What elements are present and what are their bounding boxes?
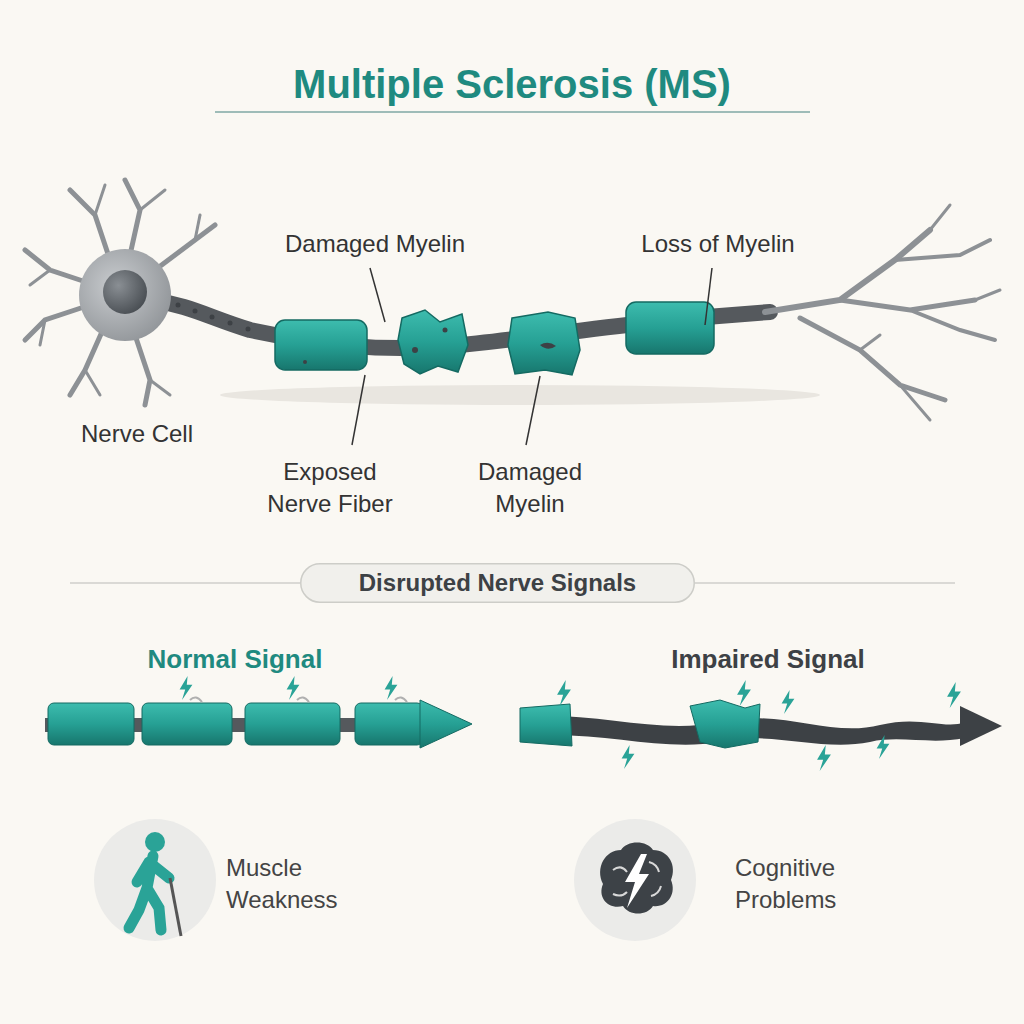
dendrites — [155, 225, 215, 270]
dendrites — [30, 270, 50, 285]
leader-lines — [526, 376, 540, 445]
normal-signal — [180, 676, 193, 700]
node-shape — [573, 818, 697, 942]
axon-terminals — [975, 290, 1000, 300]
signal-heading: Normal Signal — [85, 643, 385, 675]
diagram-title: Multiple Sclerosis (MS) — [112, 60, 912, 108]
leader-lines — [370, 268, 385, 322]
impaired-signal — [737, 680, 751, 706]
dendrites — [95, 185, 105, 215]
symptom-icon: Muscle Weakness — [93, 818, 217, 942]
axon-terminals — [840, 300, 975, 310]
normal-signal — [142, 703, 232, 745]
dendrites — [70, 190, 110, 260]
dendrites — [25, 305, 90, 340]
axon-dots — [228, 321, 233, 326]
section-divider — [70, 582, 300, 584]
node-shape — [93, 818, 217, 942]
dendrites — [25, 180, 215, 405]
axon-terminals — [895, 240, 990, 260]
dendrites — [85, 370, 100, 395]
symptom-icon: Cognitive Problems — [573, 818, 697, 942]
normal-signal — [385, 676, 398, 700]
dendrites — [125, 180, 140, 255]
dendrites — [70, 325, 105, 395]
axon-dots — [246, 327, 251, 332]
normal-signal — [190, 697, 407, 702]
axon-terminals — [900, 385, 930, 420]
section-divider — [695, 582, 955, 584]
nucleus — [103, 270, 147, 314]
myelin-damage — [303, 328, 556, 365]
leader-lines — [705, 268, 712, 325]
axon-terminals — [930, 205, 950, 230]
dendrites — [40, 320, 45, 345]
brain-icon — [600, 843, 673, 914]
normal-signal — [48, 703, 134, 745]
callout-label: Damaged Myelin — [245, 228, 505, 260]
cell-body — [79, 249, 171, 341]
impaired-signal — [520, 680, 1002, 771]
dendrites — [150, 380, 170, 395]
signal-heading: Impaired Signal — [618, 643, 918, 675]
symptom-label: Cognitive Problems — [735, 852, 895, 916]
leader-lines — [352, 268, 712, 445]
myelin-damage — [443, 328, 448, 333]
axon-terminals — [860, 335, 880, 350]
axon-terminals — [910, 310, 995, 340]
title-rule — [215, 111, 810, 113]
section-heading: Disrupted Nerve Signals — [300, 567, 695, 599]
callout-label: Damaged Myelin — [460, 456, 600, 520]
leader-lines — [352, 375, 365, 445]
dendrites — [140, 190, 165, 210]
axon-dots — [176, 303, 181, 308]
impaired-signal — [960, 706, 1002, 746]
impaired-signal — [947, 682, 961, 708]
impaired-signal — [817, 745, 831, 771]
symptom-label: Muscle Weakness — [226, 852, 386, 916]
normal-signal — [355, 703, 423, 745]
callout-label: Exposed Nerve Fiber — [250, 456, 410, 520]
myelin-segments — [398, 310, 468, 374]
myelin-damage — [303, 360, 307, 364]
pill-outline — [301, 564, 695, 603]
myelin-segments — [626, 302, 714, 354]
dendrites — [195, 215, 200, 240]
normal-signal — [287, 676, 300, 700]
walking-person-icon — [129, 832, 181, 936]
callout-label: Loss of Myelin — [588, 228, 848, 260]
myelin-segments — [275, 302, 714, 375]
icon-circle — [94, 819, 216, 941]
impaired-signal — [520, 704, 572, 746]
myelin-segments — [508, 312, 580, 375]
normal-signal — [420, 700, 472, 748]
axon-terminals — [800, 318, 945, 400]
impaired-signal — [782, 690, 795, 714]
dendrites — [135, 335, 150, 405]
impaired-signal — [557, 680, 571, 706]
myelin-damage — [540, 343, 556, 349]
myelin-damage — [412, 347, 418, 353]
axon-terminals — [765, 205, 1000, 420]
normal-signal — [45, 676, 472, 748]
section-pill: Disrupted Nerve Signals — [300, 563, 695, 603]
impaired-signal — [877, 735, 890, 759]
icon-circle — [574, 819, 696, 941]
impaired-signal — [690, 700, 760, 748]
neuron-shadow — [220, 385, 820, 405]
normal-signal — [245, 703, 340, 745]
impaired-signal — [622, 745, 635, 769]
axon-dots — [193, 309, 198, 314]
part-label: Nerve Cell — [37, 418, 237, 450]
axon-dots — [210, 315, 215, 320]
axon-dots — [176, 303, 251, 332]
myelin-segments — [275, 320, 367, 370]
